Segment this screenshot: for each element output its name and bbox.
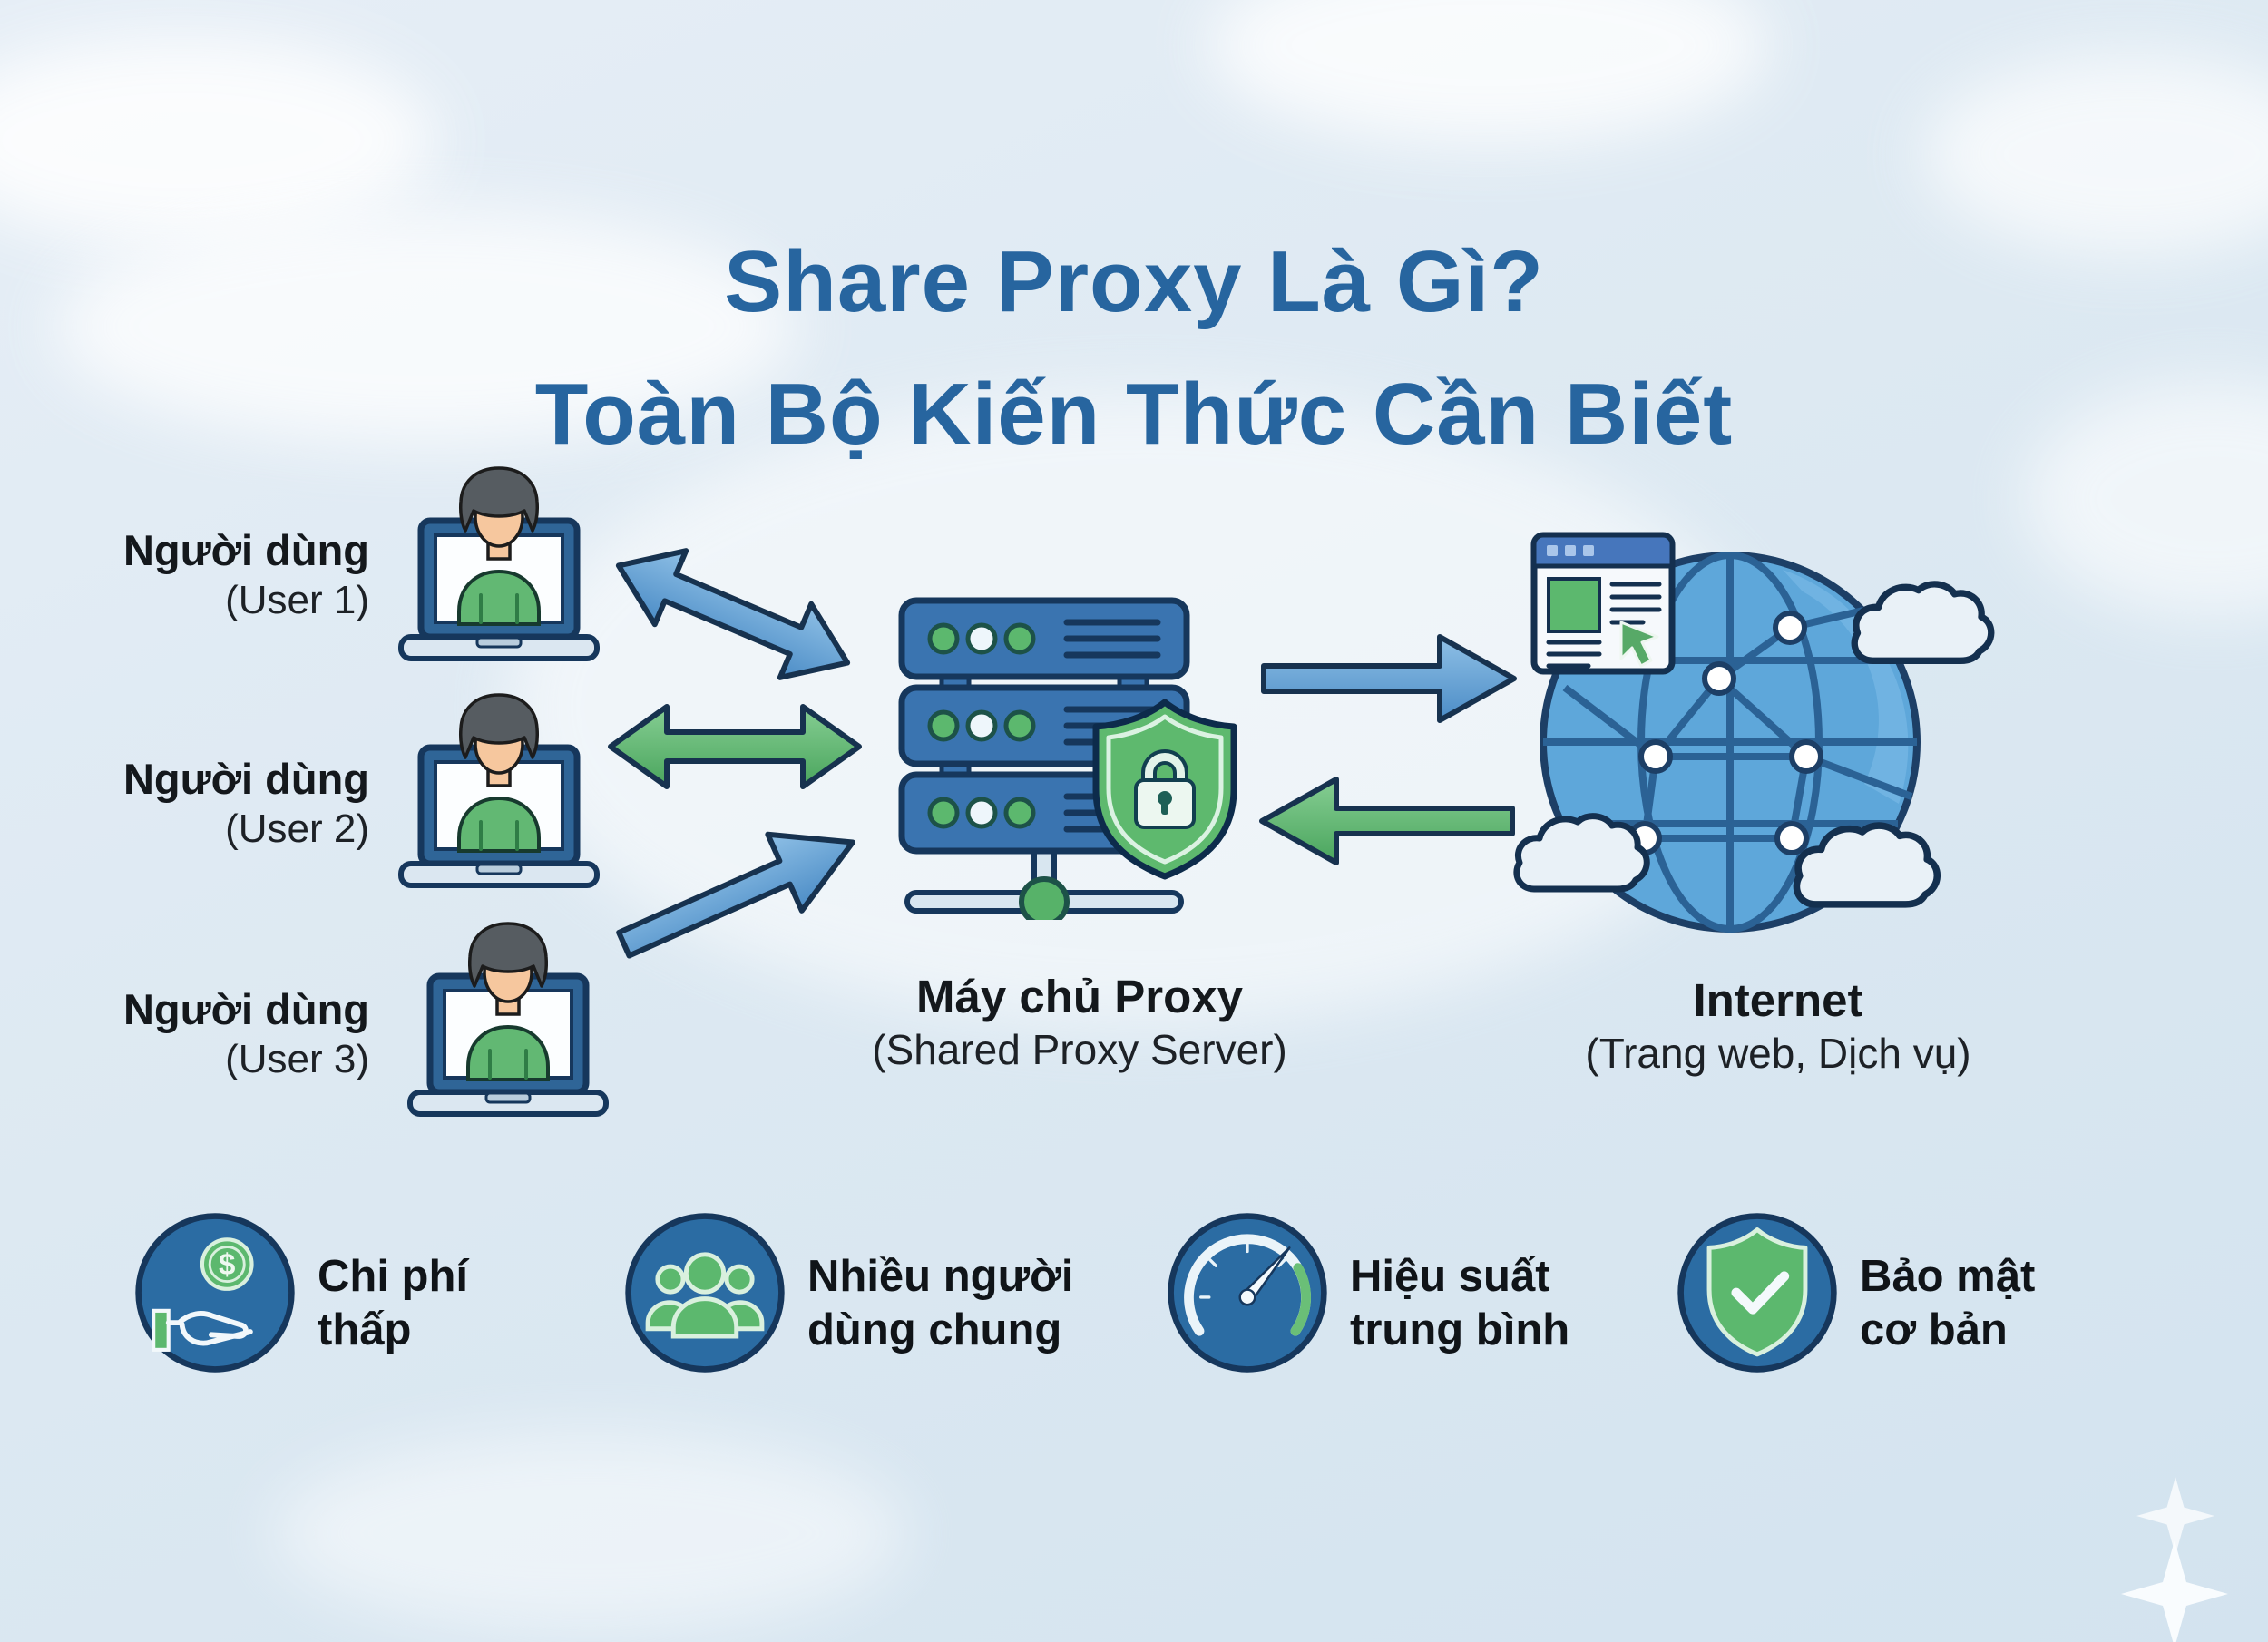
internet-to-proxy-arrow-icon — [1256, 767, 1520, 875]
internet-globe-icon — [1501, 532, 2009, 933]
user-3-laptop-icon — [399, 922, 617, 1123]
user-1-laptop-icon — [390, 466, 608, 668]
proxy-server-icon — [898, 597, 1190, 920]
user-2-label: Người dùng (User 2) — [86, 753, 369, 854]
feature-shared-users-line2: dùng chung — [807, 1305, 1062, 1354]
internet-name: Internet — [1693, 974, 1863, 1026]
feature-performance-label: Hiệu suất trung bình — [1350, 1250, 1569, 1357]
sparkle-icon — [2136, 1477, 2214, 1555]
user-1-sub: (User 1) — [225, 578, 369, 623]
user-2-laptop-icon — [390, 693, 608, 894]
feature-performance-line1: Hiệu suất — [1350, 1252, 1550, 1301]
user-3-label: Người dùng (User 3) — [86, 983, 369, 1084]
hand-coin-icon — [132, 1210, 298, 1375]
feature-low-cost-label: Chi phí thấp — [318, 1250, 468, 1357]
user-3-sub: (User 3) — [225, 1037, 369, 1082]
feature-shared-users-label: Nhiều người dùng chung — [807, 1250, 1074, 1357]
title-line-2: Toàn Bộ Kiến Thức Cần Biết — [534, 365, 1734, 463]
shield-check-icon — [1675, 1210, 1840, 1375]
user2-proxy-double-arrow-icon — [603, 692, 866, 801]
proxy-server-sub: (Shared Proxy Server) — [872, 1026, 1287, 1074]
feature-low-cost-line2: thấp — [318, 1305, 412, 1354]
proxy-server-name: Máy chủ Proxy — [916, 971, 1243, 1022]
sparkle-icon — [2121, 1540, 2228, 1642]
page-title: Share Proxy Là Gì? Toàn Bộ Kiến Thức Cần… — [0, 216, 2268, 481]
internet-sub: (Trang web, Dịch vụ) — [1585, 1030, 1971, 1078]
background-cloud — [54, 209, 798, 445]
user-1-label: Người dùng (User 1) — [86, 524, 369, 625]
user-2-sub: (User 2) — [225, 806, 369, 852]
proxy-server-label: Máy chủ Proxy (Shared Proxy Server) — [866, 969, 1293, 1077]
users-group-icon — [622, 1210, 787, 1375]
user-2-name: Người dùng — [122, 755, 369, 803]
cloud-icon — [1854, 584, 1991, 660]
user-1-name: Người dùng — [122, 526, 369, 574]
user-3-name: Người dùng — [122, 985, 369, 1033]
feature-performance-line2: trung bình — [1350, 1305, 1570, 1354]
proxy-to-internet-arrow-icon — [1256, 624, 1520, 733]
title-line-1: Share Proxy Là Gì? — [724, 233, 1544, 330]
background-cloud — [272, 1433, 907, 1633]
internet-label: Internet (Trang web, Dịch vụ) — [1542, 972, 2014, 1080]
security-shield-lock-icon — [1092, 699, 1237, 880]
background-cloud — [1207, 0, 1769, 145]
feature-security-line2: cơ bản — [1860, 1305, 2008, 1354]
browser-window-icon — [1530, 532, 1676, 675]
feature-security-label: Bảo mật cơ bản — [1860, 1250, 2035, 1357]
feature-security-line1: Bảo mật — [1860, 1252, 2036, 1301]
feature-low-cost-line1: Chi phí — [318, 1252, 469, 1301]
gauge-icon — [1165, 1210, 1330, 1375]
cloud-icon — [1517, 816, 1647, 889]
background-cloud — [1923, 54, 2268, 254]
feature-shared-users-line1: Nhiều người — [807, 1252, 1074, 1301]
